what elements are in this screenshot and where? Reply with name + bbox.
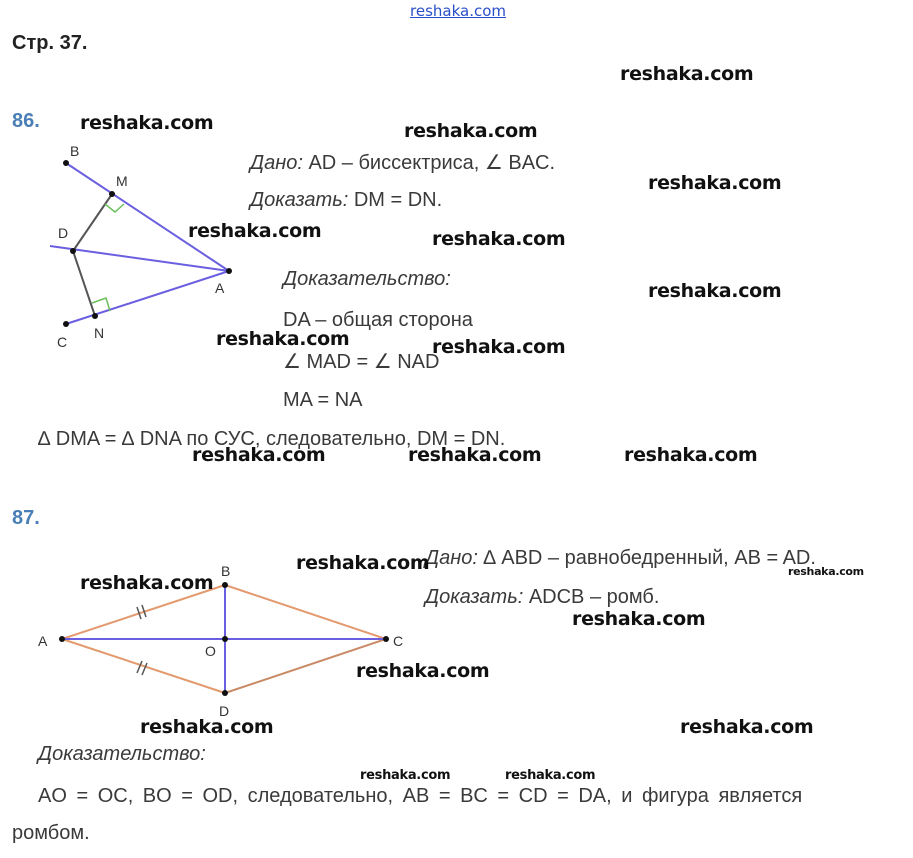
watermark: reshaka.com (648, 172, 782, 194)
watermark: reshaka.com (356, 660, 490, 682)
prove-87: Доказать: ADCB – ромб. (425, 586, 659, 609)
point-label-a: A (215, 280, 225, 296)
watermark: reshaka.com (788, 565, 864, 578)
watermark: reshaka.com (408, 444, 542, 466)
watermark: reshaka.com (80, 112, 214, 134)
watermark: reshaka.com (432, 336, 566, 358)
prove-text: DM = DN. (353, 189, 443, 211)
watermark: reshaka.com (432, 228, 566, 250)
point-label-c: C (57, 334, 68, 350)
watermark: reshaka.com (188, 220, 322, 242)
given-87: Дано: ∆ ABD – равнобедренный, AB = AD. (425, 547, 816, 570)
task-86-number: 86. (12, 110, 40, 132)
watermark: reshaka.com (648, 280, 782, 302)
conclusion-86: ∆ DMA = ∆ DNA по СУС, следовательно, DM … (38, 428, 506, 450)
proof-line: ∠ MAD = ∠ NAD (283, 351, 440, 373)
watermark: reshaka.com (624, 444, 758, 466)
proof-line: AO = OC, BO = OD, следовательно, AB = BC… (38, 785, 803, 807)
watermark: reshaka.com (360, 768, 451, 783)
given-text: AD – биссектриса, ∠ BAC. (308, 152, 556, 174)
point-label-a: A (38, 633, 48, 649)
point-label-d: D (219, 703, 230, 719)
watermark: reshaka.com (216, 328, 350, 350)
proof-label-86: Доказательство: (283, 268, 451, 290)
given-label: Дано: (425, 547, 478, 569)
watermark: reshaka.com (572, 608, 706, 630)
point-label-n: N (94, 325, 105, 341)
point-label-b: B (221, 563, 231, 579)
watermark: reshaka.com (404, 120, 538, 142)
proof-line: ромбом. (12, 822, 90, 844)
watermark: reshaka.com (140, 716, 274, 738)
prove-86: Доказать: DM = DN. (250, 189, 442, 212)
watermark: reshaka.com (192, 444, 326, 466)
point-label-c: C (393, 633, 404, 649)
given-86: Дано: AD – биссектриса, ∠ BAC. (250, 150, 555, 175)
given-label: Дано: (250, 152, 303, 174)
proof-label-87: Доказательство: (38, 743, 206, 765)
prove-text: ADCB – ромб. (528, 586, 660, 608)
watermark: reshaka.com (505, 768, 596, 783)
point-label-o: O (205, 643, 216, 659)
page-label: Стр. 37. (12, 32, 88, 54)
proof-line: DA – общая сторона (283, 309, 473, 331)
watermark: reshaka.com (680, 716, 814, 738)
prove-label: Доказать: (425, 586, 524, 608)
watermark: reshaka.com (620, 63, 754, 85)
prove-label: Доказать: (250, 189, 349, 211)
watermark: reshaka.com (80, 572, 214, 594)
point-label-d: D (58, 225, 69, 241)
proof-line: MA = NA (283, 389, 363, 411)
point-label-b: B (70, 143, 80, 159)
task-87-number: 87. (12, 507, 40, 529)
given-text: ∆ ABD – равнобедренный, AB = AD. (483, 547, 816, 569)
site-link[interactable]: reshaka.com (410, 2, 506, 20)
point-label-m: M (116, 173, 128, 189)
watermark: reshaka.com (296, 552, 430, 574)
